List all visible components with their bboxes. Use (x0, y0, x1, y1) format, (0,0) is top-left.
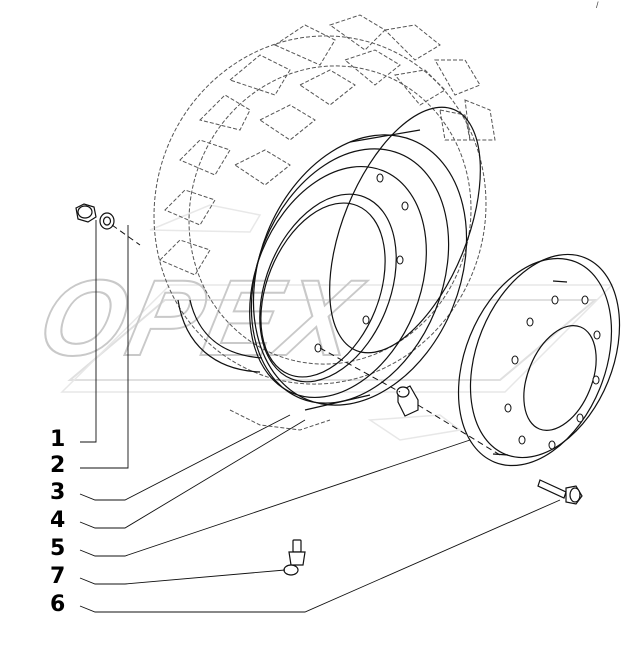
washer (99, 212, 115, 230)
watermark-text: OPEX (29, 258, 373, 379)
callout-7: 7 (50, 564, 66, 589)
leader-7 (79, 569, 286, 585)
corner-mark: / (596, 0, 599, 10)
leader-6 (79, 499, 561, 613)
leader-4 (79, 419, 306, 529)
callout-4: 4 (50, 508, 66, 533)
leader-3 (79, 414, 291, 501)
leader-lines (79, 220, 561, 613)
bolt (537, 479, 583, 505)
leader-2 (80, 225, 129, 469)
assembly-axis-lines (111, 224, 501, 456)
callout-5: 5 (50, 536, 66, 561)
callout-6: 6 (50, 592, 66, 617)
callout-3: 3 (50, 480, 66, 505)
leader-1 (80, 220, 97, 443)
nut (75, 203, 97, 223)
callout-2: 2 (50, 453, 66, 478)
leader-5 (79, 439, 471, 557)
callout-1: 1 (50, 427, 66, 452)
valve (283, 539, 306, 576)
wheel-rim (249, 106, 481, 411)
tire-lower-bead (177, 299, 263, 373)
wheel-disc (457, 253, 621, 467)
spacer (396, 385, 419, 417)
